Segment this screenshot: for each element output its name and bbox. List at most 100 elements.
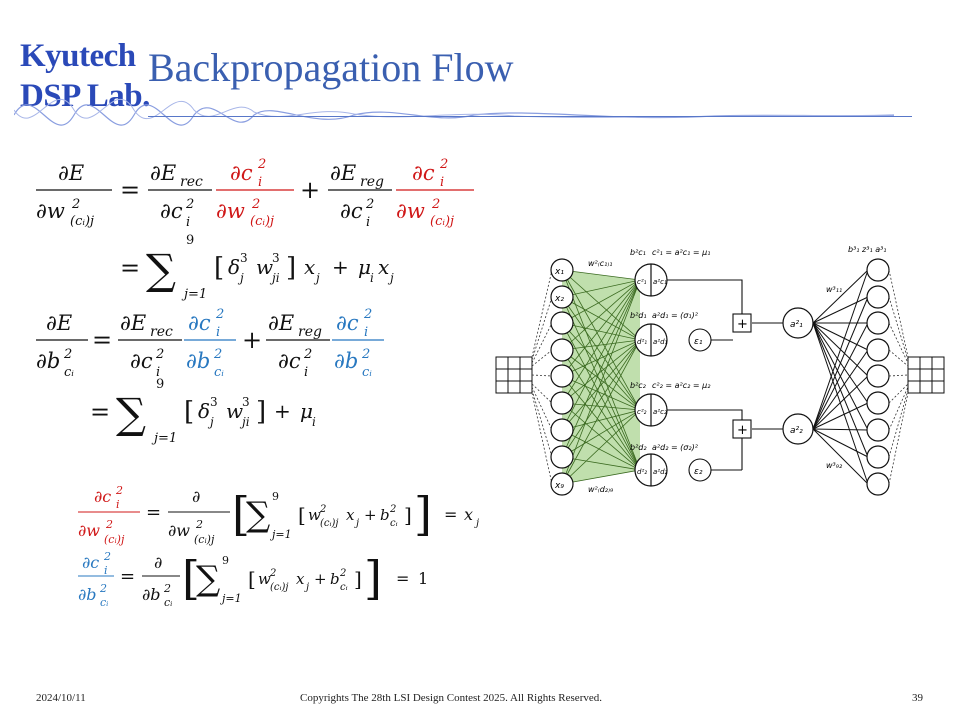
- svg-text:∂E: ∂E: [150, 161, 176, 185]
- output-layer: [866, 258, 890, 496]
- svg-text:∑: ∑: [116, 389, 146, 438]
- svg-text:∑: ∑: [146, 245, 176, 294]
- svg-text:j: j: [474, 518, 479, 529]
- svg-text:i: i: [304, 365, 308, 380]
- svg-text:δ: δ: [198, 399, 210, 423]
- svg-text:i: i: [364, 325, 368, 340]
- output-weight-bottom: w³₉₂: [826, 461, 843, 470]
- svg-text:μ: μ: [300, 399, 313, 423]
- svg-text:∂w: ∂w: [168, 521, 190, 540]
- plus-1: +: [737, 317, 748, 332]
- svg-text:∂b: ∂b: [186, 349, 210, 373]
- svg-text:cᵢ: cᵢ: [164, 596, 172, 609]
- input-x2-label: x₂: [554, 294, 564, 304]
- svg-text:2: 2: [195, 518, 203, 531]
- svg-text:(cᵢ)j: (cᵢ)j: [104, 533, 125, 546]
- svg-text:j: j: [237, 271, 244, 285]
- svg-text:i: i: [258, 175, 262, 190]
- sampling-connections: [667, 279, 784, 471]
- svg-text:rec: rec: [180, 174, 203, 190]
- svg-text:+: +: [300, 176, 320, 204]
- svg-text:(cᵢ)j: (cᵢ)j: [70, 214, 94, 229]
- bias-d1: b²d₁: [630, 311, 647, 320]
- title-underline: [148, 116, 912, 117]
- node-c1: c²₁: [637, 278, 647, 286]
- svg-text:∂b: ∂b: [36, 349, 60, 373]
- svg-text:2: 2: [215, 307, 224, 322]
- svg-text:j: j: [354, 518, 359, 529]
- svg-text:(cᵢ)j: (cᵢ)j: [430, 214, 454, 229]
- svg-text:i: i: [312, 415, 316, 429]
- svg-text:ji: ji: [269, 271, 280, 285]
- svg-text:1: 1: [418, 569, 428, 588]
- svg-text:∂c: ∂c: [230, 161, 253, 185]
- svg-text:∑: ∑: [196, 559, 220, 599]
- weight-top-label: w²₍c₁₎₁: [588, 259, 613, 268]
- svg-text:(cᵢ)j: (cᵢ)j: [194, 533, 215, 546]
- svg-text:b: b: [380, 506, 390, 524]
- input-x1-label: x₁: [554, 267, 564, 277]
- svg-text:j=1: j=1: [269, 528, 292, 541]
- svg-text:i: i: [186, 215, 190, 230]
- svg-text:∂E: ∂E: [58, 161, 84, 185]
- svg-text:∂c: ∂c: [130, 349, 153, 373]
- svg-text:∂c: ∂c: [160, 199, 183, 223]
- svg-text:]: ]: [364, 551, 382, 605]
- svg-text:[: [: [214, 253, 224, 283]
- svg-text:cᵢ: cᵢ: [340, 582, 348, 593]
- node-d1: d²₁: [637, 338, 647, 346]
- latent-a2: a²₂: [790, 426, 803, 436]
- input-x9-label: x₉: [554, 481, 564, 491]
- svg-text:j=1: j=1: [219, 592, 242, 605]
- svg-text:j=1: j=1: [151, 431, 177, 446]
- svg-text:=: =: [396, 569, 409, 588]
- svg-text:∂w: ∂w: [78, 521, 100, 540]
- svg-text:=: =: [120, 176, 140, 204]
- output-weight-top: w³₁₁: [826, 285, 842, 294]
- svg-text:3: 3: [242, 395, 250, 409]
- input-image-grid: [495, 356, 533, 394]
- svg-text:cᵢ: cᵢ: [214, 365, 224, 380]
- svg-text:2: 2: [257, 157, 266, 172]
- eq-c2: c²₂ = a²c₂ = μ₂: [652, 381, 711, 390]
- svg-text:(cᵢ)j: (cᵢ)j: [320, 518, 339, 529]
- svg-text:j=1: j=1: [181, 287, 207, 302]
- svg-text:]: ]: [256, 397, 266, 427]
- node-c2: c²₂: [637, 408, 647, 416]
- node-d2: d²₂: [637, 468, 647, 476]
- lab-logo: Kyutech DSP Lab.: [20, 36, 150, 116]
- svg-text:reg: reg: [360, 174, 384, 190]
- footer-copyright: Copyrights The 28th LSI Design Contest 2…: [300, 692, 602, 704]
- svg-text:∂b: ∂b: [334, 349, 358, 373]
- svg-text:(cᵢ)j: (cᵢ)j: [270, 582, 289, 593]
- svg-text:ji: ji: [239, 415, 250, 429]
- svg-text:2: 2: [63, 347, 72, 362]
- svg-text:∑: ∑: [246, 495, 270, 535]
- epsilon-1: ε₁: [694, 337, 703, 347]
- svg-text:+: +: [274, 399, 291, 423]
- svg-text:w: w: [226, 399, 243, 423]
- svg-text:2: 2: [105, 518, 113, 531]
- epsilon-nodes: [688, 328, 712, 482]
- svg-text:2: 2: [389, 504, 396, 515]
- svg-text:2: 2: [269, 568, 276, 579]
- svg-text:∂c: ∂c: [188, 311, 211, 335]
- svg-text:+: +: [314, 570, 327, 588]
- svg-text:x: x: [378, 255, 389, 279]
- svg-text:3: 3: [240, 251, 248, 265]
- svg-text:reg: reg: [298, 324, 322, 340]
- svg-text:i: i: [366, 215, 370, 230]
- svg-text:=: =: [90, 398, 110, 426]
- svg-text:2: 2: [303, 347, 312, 362]
- output-top-labels: b³₁ z³₁ a³₁: [848, 245, 887, 254]
- eq-c1: c²₁ = a²c₁ = μ₁: [652, 248, 710, 257]
- svg-text:∂E: ∂E: [46, 311, 72, 335]
- bias-c2: b²c₂: [630, 381, 647, 390]
- svg-text:∂E: ∂E: [330, 161, 356, 185]
- svg-text:w: w: [256, 255, 273, 279]
- output-image-grid: [907, 356, 945, 394]
- svg-text:[: [: [248, 567, 256, 591]
- svg-text:+: +: [364, 506, 377, 524]
